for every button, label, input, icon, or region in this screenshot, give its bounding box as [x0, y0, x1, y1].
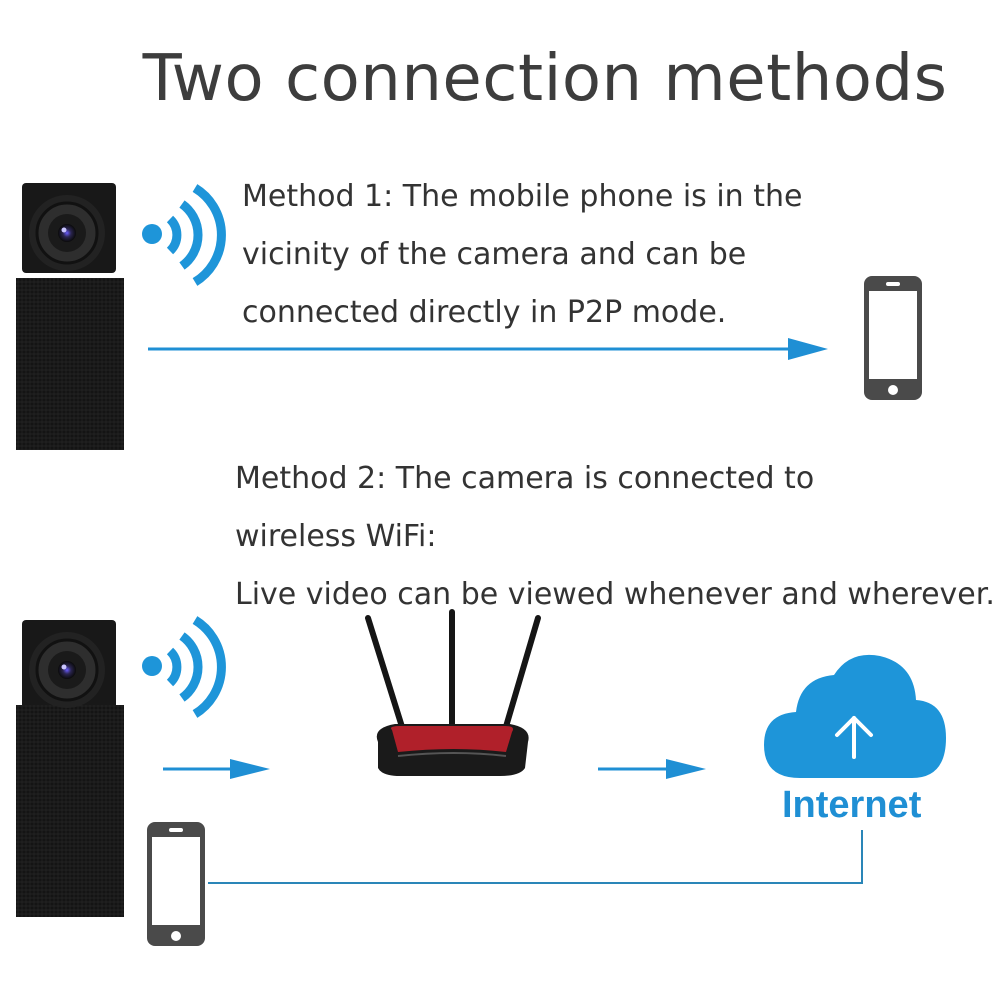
arrow-right-icon [598, 759, 706, 779]
method-1-line: vicinity of the camera and can be [242, 237, 747, 272]
camera-icon [16, 183, 124, 450]
router-icon [365, 609, 541, 776]
method-2-description: Method 2: The camera is connected to wir… [235, 450, 995, 624]
page-title: Two connection methods [142, 42, 948, 116]
wifi-signal-icon [142, 616, 226, 718]
method-2-line: Method 2: The camera is connected to [235, 461, 815, 496]
connection-line [208, 830, 863, 884]
upload-arrow-icon [835, 716, 873, 759]
smartphone-icon [864, 276, 922, 400]
method-1-line: connected directly in P2P mode. [242, 295, 727, 330]
wifi-signal-icon [142, 184, 226, 286]
method-2-line: wireless WiFi: [235, 519, 437, 554]
internet-label: Internet [782, 784, 922, 826]
cloud-icon [764, 654, 946, 778]
smartphone-icon [147, 822, 205, 946]
camera-icon [16, 620, 124, 917]
method-1-line: Method 1: The mobile phone is in the [242, 179, 803, 214]
method-2-line: Live video can be viewed whenever and wh… [235, 577, 995, 612]
method-1-description: Method 1: The mobile phone is in the vic… [242, 168, 802, 342]
arrow-right-icon [163, 759, 270, 779]
arrow-right-icon [148, 338, 828, 360]
